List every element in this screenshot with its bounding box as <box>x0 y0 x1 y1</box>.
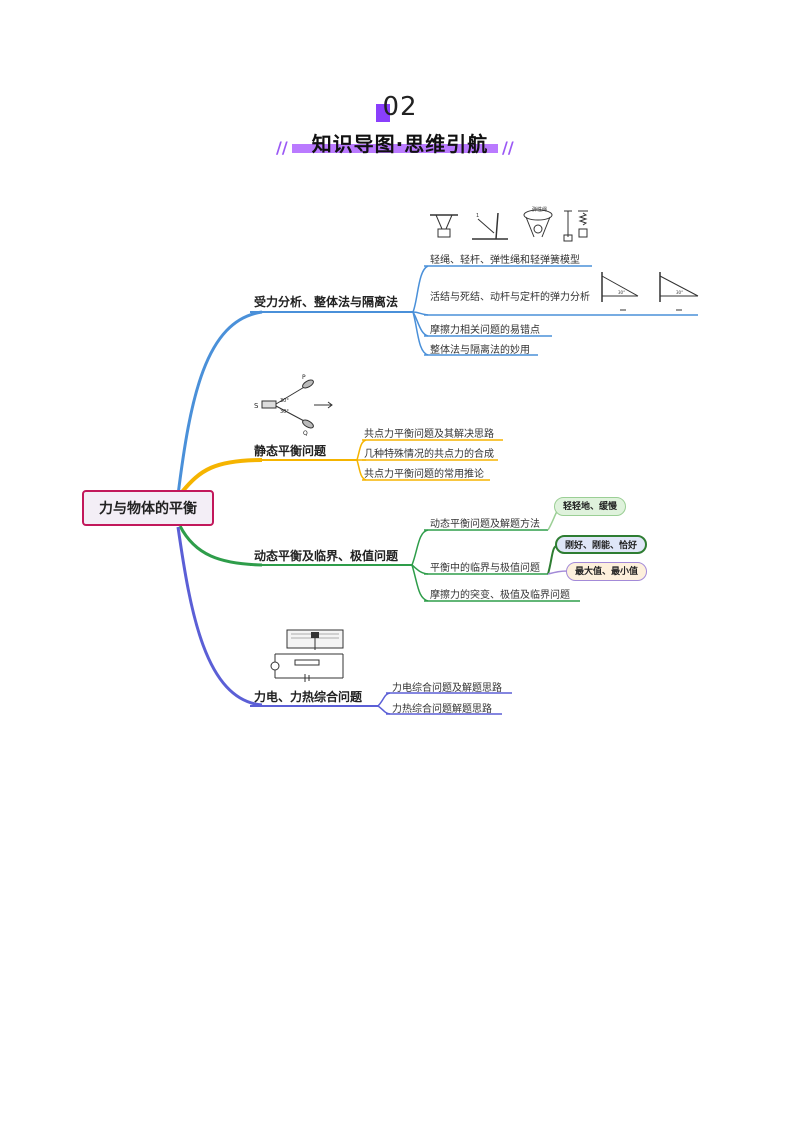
leaf-special-composition[interactable]: 几种特殊情况的共点力的合成 <box>364 449 494 460</box>
connector-leaf-3-1 <box>411 529 429 566</box>
leaf-friction-errors[interactable]: 摩擦力相关问题的易错点 <box>430 325 540 336</box>
force-angle-sketch: S P Q 30° 30° <box>254 374 333 436</box>
section-title: 知识导图·思维引航 <box>311 132 489 156</box>
leaf-dynamic-method[interactable]: 动态平衡问题及解题方法 <box>430 519 540 530</box>
label-angle-2: 30° <box>280 409 289 415</box>
svg-text:30°: 30° <box>676 290 683 295</box>
leaf-knot-rod-analysis[interactable]: 活结与死结、动杆与定杆的弹力分析 <box>430 292 590 303</box>
leaf-concurrent-force[interactable]: 共点力平衡问题及其解决思路 <box>364 429 494 440</box>
tag-slowly[interactable]: 轻轻地、缓慢 <box>554 497 627 516</box>
knot-rod-sketch: 30° 30° <box>601 272 699 311</box>
leaf-common-corollary[interactable]: 共点力平衡问题的常用推论 <box>364 469 484 480</box>
leaf-critical-extreme[interactable]: 平衡中的临界与极值问题 <box>430 563 540 574</box>
circuit-sketch <box>270 629 344 682</box>
label-p: P <box>302 374 306 381</box>
section-number: 02 <box>382 92 418 122</box>
branch-force-electric-thermal[interactable]: 力电、力热综合问题 <box>254 690 363 704</box>
branch-static-equilibrium[interactable]: 静态平衡问题 <box>254 444 327 458</box>
connector-leaf-4-1 <box>377 692 391 707</box>
leaf-rope-rod-spring[interactable]: 轻绳、轻杆、弹性绳和轻弹簧模型 <box>430 255 580 266</box>
connector-branch-4 <box>176 526 263 707</box>
connector-leaf-4-2 <box>377 705 391 715</box>
section-number-accent <box>376 104 390 122</box>
elastic-rope-label: 弹性绳 <box>532 206 547 213</box>
title-decoration-right: // <box>502 138 514 157</box>
connector-branch-3 <box>178 525 263 567</box>
leaf-friction-mutation[interactable]: 摩擦力的突变、极值及临界问题 <box>430 590 570 601</box>
leaf-whole-isolation[interactable]: 整体法与隔离法的妙用 <box>430 345 530 356</box>
connector-leaf-1-4 <box>412 311 429 356</box>
connector-leaf-3-3 <box>411 564 429 602</box>
rope-rod-spring-sketch: 1 弹性绳 <box>430 206 588 242</box>
title-decoration-left: // <box>276 138 288 157</box>
connector-tag-3 <box>547 570 569 575</box>
connector-leaf-1-1 <box>412 265 429 313</box>
tag-max-min[interactable]: 最大值、最小值 <box>566 562 648 581</box>
section-title-underline <box>292 144 498 153</box>
root-node[interactable]: 力与物体的平衡 <box>82 490 214 526</box>
tag-just-right[interactable]: 刚好、刚能、恰好 <box>555 535 648 554</box>
branch-force-analysis[interactable]: 受力分析、整体法与隔离法 <box>254 295 399 309</box>
label-angle-1: 30° <box>280 398 289 404</box>
label-s: S <box>254 402 259 410</box>
leaf-force-thermal[interactable]: 力热综合问题解题思路 <box>392 704 492 715</box>
connector-branch-1 <box>176 310 263 496</box>
branch-dynamic-equilibrium[interactable]: 动态平衡及临界、极值问题 <box>254 549 399 563</box>
leaf-force-electric[interactable]: 力电综合问题及解题思路 <box>392 683 502 694</box>
svg-text:1: 1 <box>476 213 479 219</box>
svg-text:30°: 30° <box>618 290 625 295</box>
connector-branch-2 <box>180 458 263 494</box>
label-q: Q <box>303 430 308 436</box>
connector-tag-2 <box>547 545 557 575</box>
